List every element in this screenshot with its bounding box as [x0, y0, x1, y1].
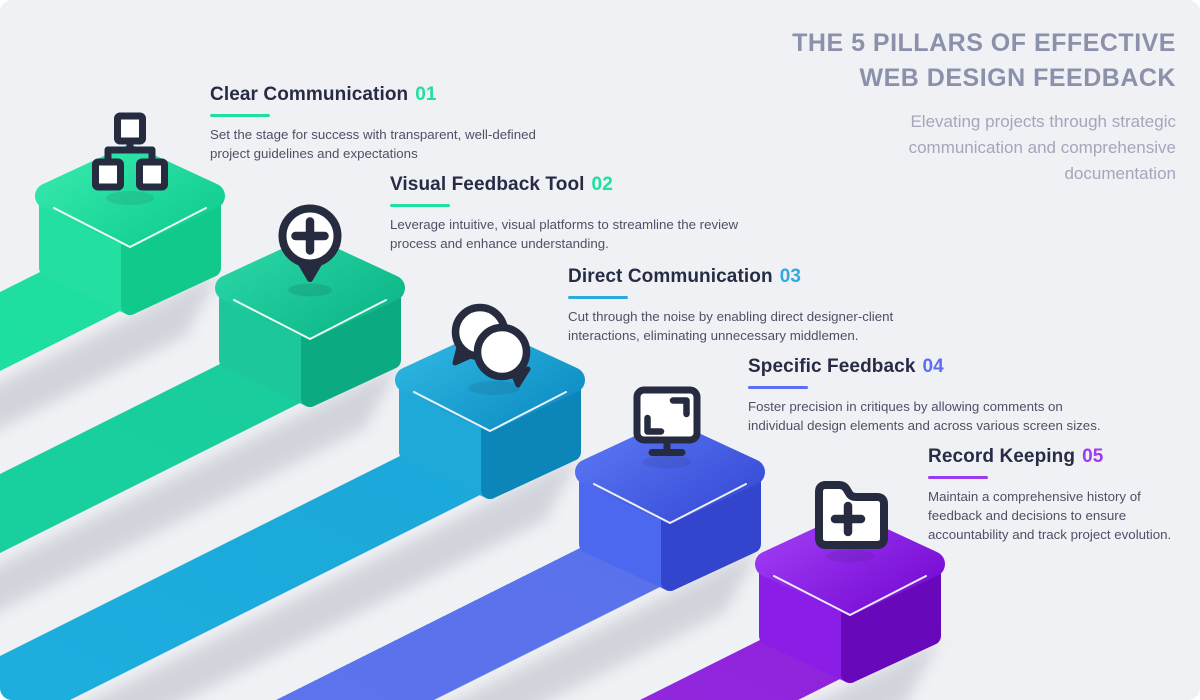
pillar-3-number: 03 — [779, 266, 802, 287]
pillar-3-shadow — [92, 456, 580, 700]
pillar-1-edge-highlight — [53, 207, 207, 248]
pillar-2-cube-top-face — [215, 237, 405, 339]
sitemap-icon — [92, 112, 168, 191]
pillar-1-icon-shadow — [106, 191, 154, 205]
pillar-3-edge-highlight — [413, 391, 567, 432]
pillar-5-description: Maintain a comprehensive history of feed… — [928, 488, 1172, 542]
pillar-5-number: 05 — [1082, 446, 1104, 467]
pillar-1-number: 01 — [415, 84, 437, 105]
pillar-3-icon-shadow — [468, 381, 520, 395]
pillar-5-icon-shadow — [826, 549, 874, 563]
pillar-2-underline — [390, 203, 450, 207]
pillar-2-description: Leverage intuitive, visual platforms to … — [390, 216, 739, 251]
pillar-graphic-1 — [0, 112, 225, 429]
pillar-3-ramp — [0, 452, 490, 700]
page-subtitle: Elevating projects through strategic com… — [908, 112, 1176, 183]
pillar-4-number: 04 — [922, 356, 944, 377]
pillar-5-edge-highlight — [773, 575, 927, 616]
responsive-screen-icon — [633, 386, 701, 456]
pillar-2-ramp — [0, 360, 310, 553]
page-title-line1: THE 5 PILLARS OF EFFECTIVE — [792, 29, 1176, 57]
pillar-4-icon-shadow — [643, 455, 691, 469]
pillar-2-icon-shadow — [288, 283, 332, 297]
pillar-4-ramp — [276, 544, 670, 700]
page-title-line2: WEB DESIGN FEEDBACK — [859, 63, 1176, 92]
pillar-graphic-4 — [276, 386, 765, 700]
pin-plus-icon — [278, 204, 342, 282]
pillar-5-cube-top-face — [755, 513, 945, 615]
pillar-1-description: Set the stage for success with transpare… — [210, 126, 536, 161]
pillar-3-underline — [568, 295, 628, 299]
pillar-graphic-2 — [0, 204, 405, 611]
folder-plus-icon — [815, 481, 888, 549]
pillar-4-cube-top-face — [575, 421, 765, 523]
pillar-1-underline — [210, 113, 270, 117]
pillar-4-shadow — [456, 548, 760, 700]
pillar-2-number: 02 — [591, 174, 613, 195]
chat-bubbles-icon — [451, 303, 531, 388]
pillar-4-underline — [748, 385, 808, 389]
pillar-2-shadow — [0, 364, 400, 611]
pillar-graphic-3 — [0, 303, 585, 700]
pillar-graphic-5 — [640, 481, 945, 700]
pillar-1-shadow — [0, 272, 220, 429]
pillar-3-description: Cut through the noise by enabling direct… — [568, 308, 894, 343]
header: THE 5 PILLARS OF EFFECTIVE WEB DESIGN FE… — [792, 26, 1176, 186]
pillar-4-description: Foster precision in critiques by allowin… — [748, 398, 1101, 433]
pillar-1-cube-top-face — [35, 145, 225, 247]
pillar-3-cube-top-face — [395, 329, 585, 431]
pillar-5-underline — [928, 475, 988, 479]
pillar-4-edge-highlight — [593, 483, 747, 524]
pillar-2-edge-highlight — [233, 299, 387, 340]
